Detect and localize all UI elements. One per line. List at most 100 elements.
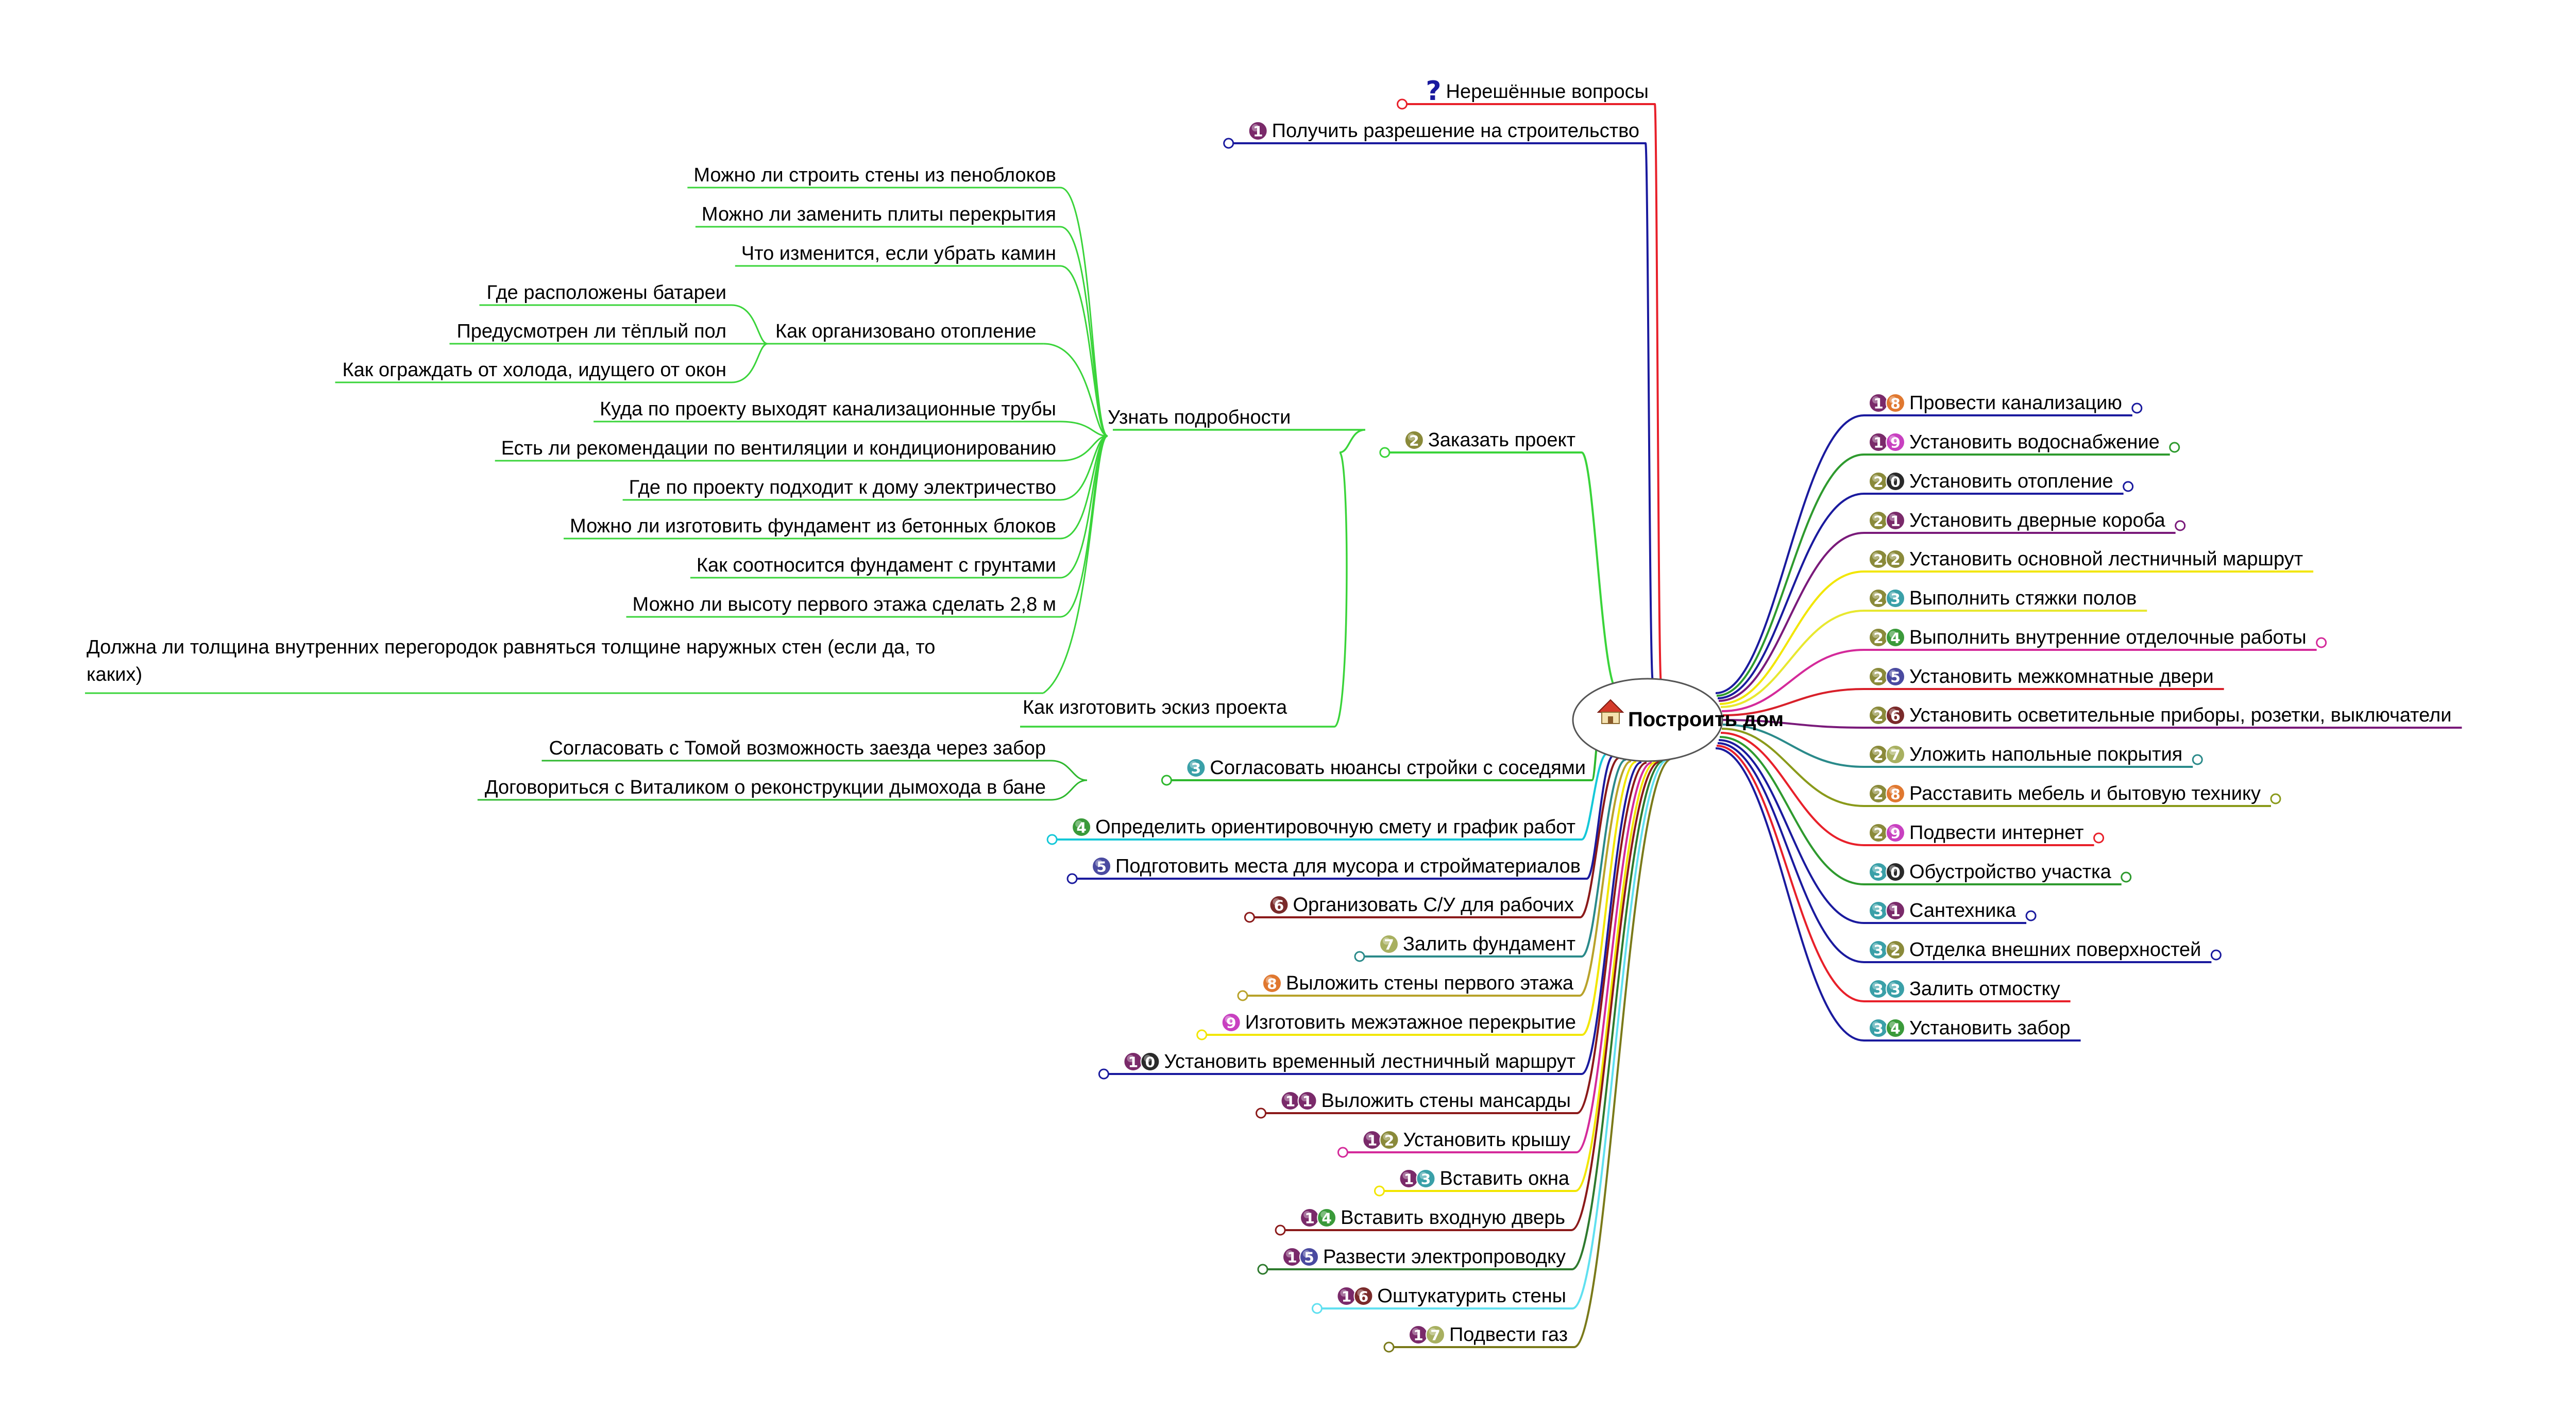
number-badge-icon: 0 bbox=[1886, 472, 1905, 491]
collapse-handle[interactable] bbox=[2192, 754, 2203, 765]
number-badge-icon: 3 bbox=[1886, 589, 1905, 608]
central-topic[interactable]: Построить дом bbox=[1572, 678, 1784, 762]
question-topic[interactable]: Как организовано отопление bbox=[775, 321, 1036, 342]
collapse-handle[interactable] bbox=[1397, 98, 1408, 110]
collapse-handle[interactable] bbox=[1237, 990, 1248, 1001]
branch-label: Изготовить межэтажное перекрытие bbox=[1245, 1012, 1576, 1033]
collapse-handle[interactable] bbox=[1161, 775, 1172, 786]
heating-topic[interactable]: Где расположены батареи bbox=[486, 282, 726, 304]
badge-digit: 2 bbox=[1873, 513, 1883, 530]
collapse-handle[interactable] bbox=[2123, 481, 2134, 492]
subtopic-clarify[interactable]: Узнать подробности bbox=[1108, 407, 1291, 428]
collapse-handle[interactable] bbox=[1383, 1341, 1395, 1353]
badge-circle bbox=[1297, 1091, 1317, 1111]
branch-topic[interactable]: ?Нерешённые вопросы bbox=[1426, 76, 1649, 107]
collapse-handle[interactable] bbox=[1354, 951, 1365, 962]
question-topic[interactable]: Где по проекту подходит к дому электриче… bbox=[629, 477, 1056, 498]
collapse-handle[interactable] bbox=[1223, 138, 1234, 149]
collapse-handle[interactable] bbox=[1311, 1303, 1323, 1314]
question-topic[interactable]: Куда по проекту выходят канализационные … bbox=[600, 398, 1056, 420]
heating-topic[interactable]: Как ограждать от холода, идущего от окон bbox=[343, 359, 726, 381]
collapse-handle[interactable] bbox=[2270, 793, 2281, 804]
collapse-handle[interactable] bbox=[1046, 834, 1058, 845]
question-topic[interactable]: Как соотносится фундамент с грунтами bbox=[697, 555, 1056, 576]
collapse-handle[interactable] bbox=[1337, 1147, 1348, 1158]
collapse-handle[interactable] bbox=[1066, 873, 1078, 884]
heating-connector bbox=[731, 343, 768, 383]
number-badge-icon: 1 bbox=[1408, 1325, 1428, 1345]
badge-digit: 8 bbox=[1890, 786, 1900, 803]
question-topic[interactable]: каких) bbox=[87, 664, 142, 685]
collapse-handle[interactable] bbox=[1374, 1185, 1385, 1197]
subtopic-sketch[interactable]: Как изготовить эскиз проекта bbox=[1023, 697, 1287, 718]
number-badge-icon: 7 bbox=[1425, 1325, 1445, 1345]
collapse-handle[interactable] bbox=[2093, 832, 2105, 844]
collapse-handle[interactable] bbox=[1379, 447, 1391, 458]
question-topic[interactable]: Можно ли высоту первого этажа сделать 2,… bbox=[633, 594, 1056, 615]
collapse-handle[interactable] bbox=[2175, 520, 2186, 531]
number-badge-icon: 1 bbox=[1869, 432, 1888, 452]
collapse-handle[interactable] bbox=[1257, 1264, 1268, 1275]
collapse-handle[interactable] bbox=[2025, 910, 2037, 921]
badge-gloss bbox=[1872, 670, 1879, 677]
question-topic[interactable]: Есть ли рекомендации по вентиляции и кон… bbox=[501, 438, 1056, 459]
branch-connector bbox=[1718, 739, 1865, 924]
question-topic[interactable]: Можно ли изготовить фундамент из бетонны… bbox=[570, 515, 1056, 537]
badge-gloss bbox=[1872, 435, 1879, 443]
collapse-handle[interactable] bbox=[1256, 1107, 1267, 1119]
collapse-handle[interactable] bbox=[1098, 1068, 1109, 1080]
collapse-handle[interactable] bbox=[2169, 442, 2180, 453]
collapse-handle[interactable] bbox=[1196, 1029, 1208, 1040]
neighbor-topic[interactable]: Договориться с Виталиком о реконструкции… bbox=[485, 777, 1046, 798]
collapse-handle[interactable] bbox=[2121, 871, 2132, 883]
question-topic[interactable]: Должна ли толщина внутренних перегородок… bbox=[87, 636, 935, 658]
heating-topic[interactable]: Предусмотрен ли тёплый пол bbox=[456, 321, 726, 342]
question-topic[interactable]: Можно ли заменить плиты перекрытия bbox=[702, 204, 1056, 225]
collapse-handle[interactable] bbox=[2316, 637, 2327, 648]
collapse-handle[interactable] bbox=[1275, 1224, 1286, 1236]
central-topic-bubble[interactable] bbox=[1572, 678, 1723, 762]
collapse-handle[interactable] bbox=[2210, 949, 2222, 961]
question-topic[interactable]: Можно ли строить стены из пеноблоков bbox=[693, 164, 1056, 186]
branch-connector bbox=[1582, 761, 1637, 1036]
number-badge-icon: 1 bbox=[1886, 511, 1905, 530]
neighbor-topic[interactable]: Согласовать с Томой возможность заезда ч… bbox=[549, 737, 1046, 759]
collapse-handle[interactable] bbox=[1244, 912, 1255, 923]
question-topic[interactable]: Что изменится, если убрать камин bbox=[741, 243, 1056, 264]
collapse-handle[interactable] bbox=[2131, 402, 2143, 414]
